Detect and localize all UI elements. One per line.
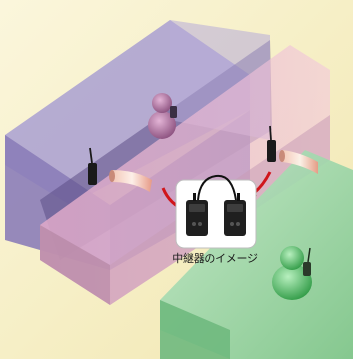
- green-wall: [160, 150, 353, 359]
- radio-left: [88, 147, 97, 185]
- repeater-inset: [175, 174, 257, 249]
- repeater-caption: 中継器のイメージ: [172, 252, 258, 265]
- person-green: [272, 246, 312, 300]
- signal-beam-left: [109, 170, 152, 192]
- person-purple: [148, 93, 177, 139]
- pink-wall-side: [40, 225, 110, 305]
- radio-right: [267, 125, 276, 162]
- pink-wall: [40, 45, 330, 305]
- signal-beam-right: [279, 150, 318, 174]
- green-wall-side: [160, 300, 230, 359]
